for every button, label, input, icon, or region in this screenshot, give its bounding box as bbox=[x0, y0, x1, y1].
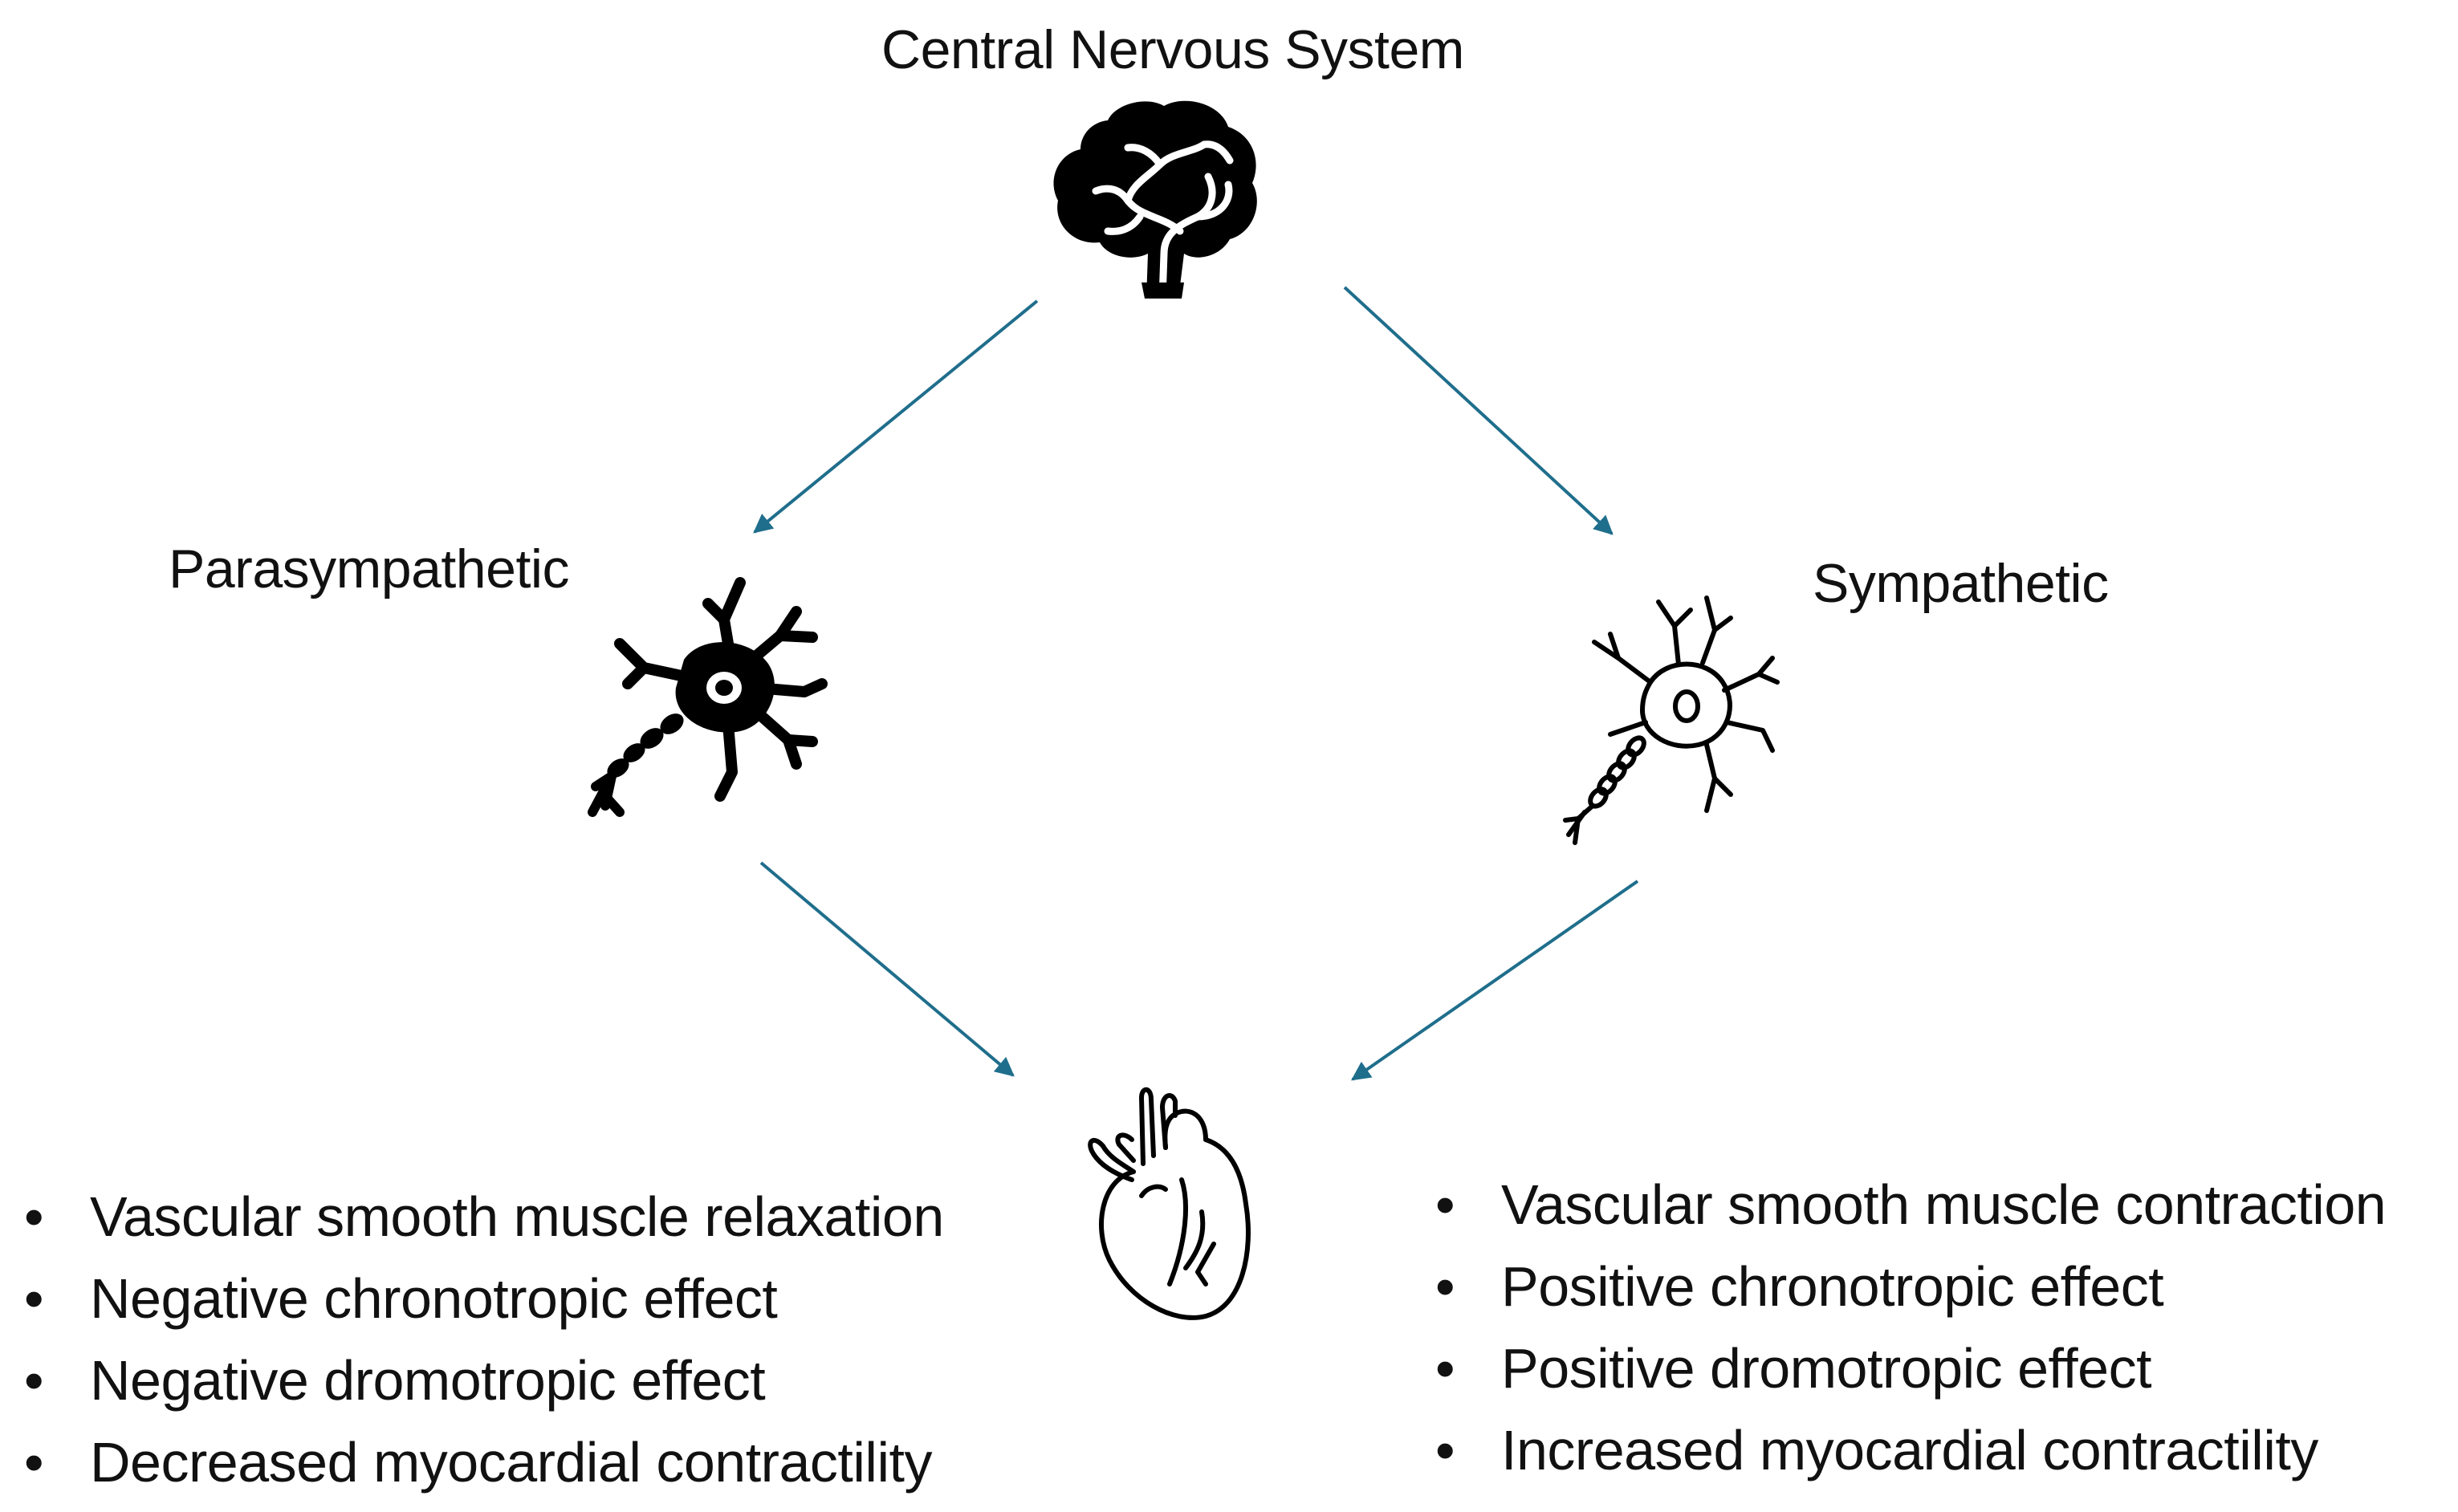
arrow-sympathetic-to-heart bbox=[1351, 880, 1639, 1081]
neuron-outline-icon bbox=[1563, 595, 1780, 845]
arrow-parasympathetic-to-heart bbox=[759, 861, 1015, 1077]
list-item: Positive dromotropic effect bbox=[1427, 1327, 2386, 1409]
brain-icon bbox=[1053, 100, 1257, 303]
parasympathetic-label: Parasympathetic bbox=[169, 539, 569, 600]
sympathetic-effects-list: Vascular smooth muscle contraction Posit… bbox=[1427, 1164, 2387, 1491]
sympathetic-label: Sympathetic bbox=[1813, 553, 2109, 614]
list-item: Negative chronotropic effect bbox=[16, 1258, 944, 1339]
arrow-cns-to-sympathetic bbox=[1343, 286, 1614, 535]
parasympathetic-effects-list: Vascular smooth muscle relaxation Negati… bbox=[16, 1176, 944, 1503]
list-item: Vascular smooth muscle contraction bbox=[1427, 1164, 2387, 1246]
list-item: Decreased myocardial contractility bbox=[16, 1421, 944, 1503]
arrow-cns-to-parasympathetic bbox=[753, 299, 1039, 534]
central-nervous-system-label: Central Nervous System bbox=[881, 19, 1464, 80]
list-item: Positive chronotropic effect bbox=[1427, 1246, 2386, 1327]
neuron-filled-icon bbox=[588, 577, 828, 817]
list-item: Negative dromotropic effect bbox=[16, 1339, 944, 1421]
list-item: Vascular smooth muscle relaxation bbox=[16, 1176, 944, 1258]
heart-icon bbox=[1088, 1087, 1251, 1320]
list-item: Increased myocardial contractility bbox=[1427, 1409, 2386, 1491]
